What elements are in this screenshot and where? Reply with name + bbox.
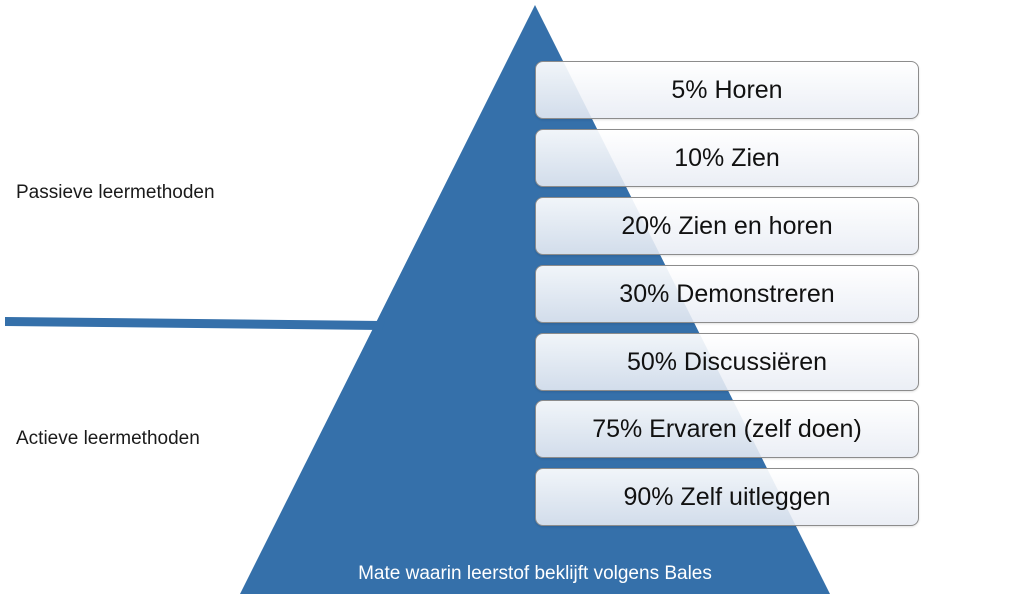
level-box-zelf-uitleggen: 90% Zelf uitleggen [535, 468, 919, 526]
level-box-zien-en-horen: 20% Zien en horen [535, 197, 919, 255]
level-box-demonstreren: 30% Demonstreren [535, 265, 919, 323]
passive-methods-label: Passieve leermethoden [16, 182, 215, 203]
active-methods-label: Actieve leermethoden [16, 428, 200, 449]
level-box-discussieren: 50% Discussiëren [535, 333, 919, 391]
pyramid-caption: Mate waarin leerstof beklijft volgens Ba… [358, 563, 712, 584]
level-box-zien: 10% Zien [535, 129, 919, 187]
level-box-horen: 5% Horen [535, 61, 919, 119]
passive-active-divider [5, 317, 385, 330]
level-box-ervaren: 75% Ervaren (zelf doen) [535, 400, 919, 458]
